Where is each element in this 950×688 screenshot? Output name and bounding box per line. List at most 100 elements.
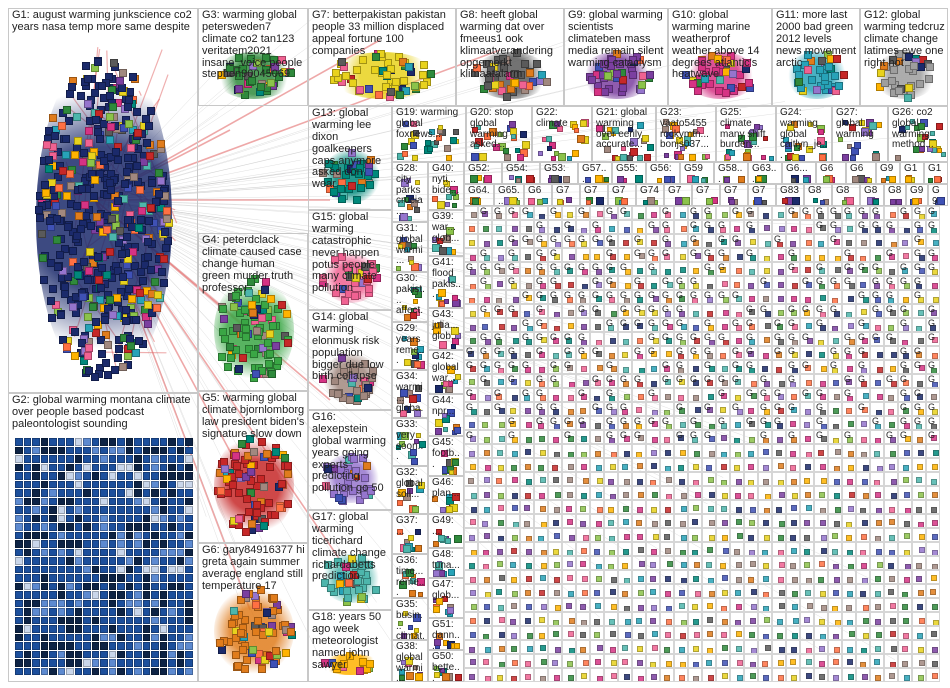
small-group-cell: G: [590, 276, 604, 290]
node-avatar: [538, 465, 544, 471]
node-avatar: [147, 266, 155, 274]
small-group-cell: G: [898, 402, 912, 416]
node-avatar: [92, 549, 100, 557]
small-group-label: G: [676, 375, 685, 385]
node-avatar: [143, 659, 151, 667]
small-group-cell: [814, 528, 828, 542]
node-avatar: [443, 427, 448, 432]
small-group-cell: [520, 486, 534, 500]
node-avatar: [126, 608, 134, 616]
node-avatar: [877, 394, 883, 400]
small-group-cell: [716, 444, 730, 458]
node-avatar: [164, 237, 172, 245]
node-avatar: [876, 549, 882, 555]
small-group-cell: [646, 360, 660, 374]
node-avatar: [134, 532, 142, 540]
small-group-cell: [842, 444, 856, 458]
small-group-label: G: [508, 431, 517, 441]
small-group-cell: [772, 514, 786, 528]
node-avatar: [734, 549, 740, 555]
small-group-cell: G: [870, 206, 884, 220]
node-avatar: [588, 76, 596, 84]
node-avatar: [664, 410, 670, 416]
node-avatar: [126, 540, 134, 548]
node-avatar: [778, 254, 784, 260]
small-group-cell: [576, 612, 590, 626]
small-group-cell: G: [926, 304, 940, 318]
small-group-cell: [870, 542, 884, 556]
node-avatar: [177, 515, 185, 523]
node-avatar: [762, 366, 768, 372]
small-group-cell: G: [702, 346, 716, 360]
small-group-cell: [632, 598, 646, 612]
node-avatar: [40, 276, 48, 284]
small-group-cell: [828, 556, 842, 570]
small-group-cell: G: [730, 402, 744, 416]
small-group-cell: [758, 570, 772, 584]
node-avatar: [734, 282, 740, 288]
node-avatar: [221, 335, 229, 343]
small-group-cell: [800, 500, 814, 514]
group-label: G6: [850, 164, 873, 175]
node-avatar: [692, 535, 698, 541]
node-avatar: [554, 507, 560, 513]
small-group-label: G: [536, 319, 545, 329]
node-avatar: [15, 591, 23, 599]
node-avatar: [638, 213, 644, 219]
group-label: G65...: [498, 186, 521, 206]
small-group-label: G: [550, 235, 559, 245]
node-avatar: [177, 506, 185, 514]
node-avatar: [528, 198, 535, 205]
group-cell-g64: G64...: [464, 184, 494, 206]
small-group-label: G: [718, 389, 727, 399]
small-group-cell: [632, 458, 646, 472]
small-group-cell: G: [632, 318, 646, 332]
node-avatar: [934, 176, 941, 183]
small-group-cell: [590, 570, 604, 584]
small-group-cell: G: [520, 234, 534, 248]
node-avatar: [722, 493, 728, 499]
node-avatar: [764, 225, 770, 231]
group-label: G59: [684, 164, 711, 175]
small-group-cell: [604, 612, 618, 626]
small-group-cell: G: [688, 416, 702, 430]
node-avatar: [32, 523, 40, 531]
node-avatar: [32, 608, 40, 616]
node-avatar: [143, 523, 151, 531]
node-avatar: [134, 438, 142, 446]
small-group-cell: G: [478, 360, 492, 374]
small-group-cell: G: [870, 262, 884, 276]
node-avatar: [568, 323, 574, 329]
small-group-cell: G: [884, 430, 898, 444]
node-avatar: [861, 240, 867, 246]
small-group-cell: [632, 206, 646, 220]
node-avatar: [177, 523, 185, 531]
small-group-cell: [898, 514, 912, 528]
node-avatar: [84, 100, 92, 108]
small-group-cell: [534, 598, 548, 612]
node-avatar: [144, 253, 152, 261]
node-avatar: [58, 600, 66, 608]
node-avatar: [24, 651, 32, 659]
group-cell-g11: G11: more last 2000 bad green 2012 level…: [772, 8, 860, 106]
node-avatar: [516, 178, 521, 183]
node-avatar: [763, 592, 769, 598]
small-group-cell: [786, 290, 800, 304]
group-cell-g20: G20: stop global warming asked...: [466, 106, 532, 162]
small-group-cell: G: [926, 332, 940, 346]
small-group-cell: [730, 248, 744, 262]
small-group-cell: [548, 346, 562, 360]
small-group-cell: [534, 206, 548, 220]
small-group-cell: [548, 528, 562, 542]
node-avatar: [835, 256, 841, 262]
small-group-cell: [618, 458, 632, 472]
small-group-cell: [646, 486, 660, 500]
node-avatar: [66, 447, 74, 455]
node-avatar: [143, 455, 151, 463]
node-avatar: [748, 493, 754, 499]
node-avatar: [92, 515, 100, 523]
small-group-label: G: [872, 207, 881, 217]
node-avatar: [160, 532, 168, 540]
small-group-cell: [520, 248, 534, 262]
small-group-cell: [716, 402, 730, 416]
